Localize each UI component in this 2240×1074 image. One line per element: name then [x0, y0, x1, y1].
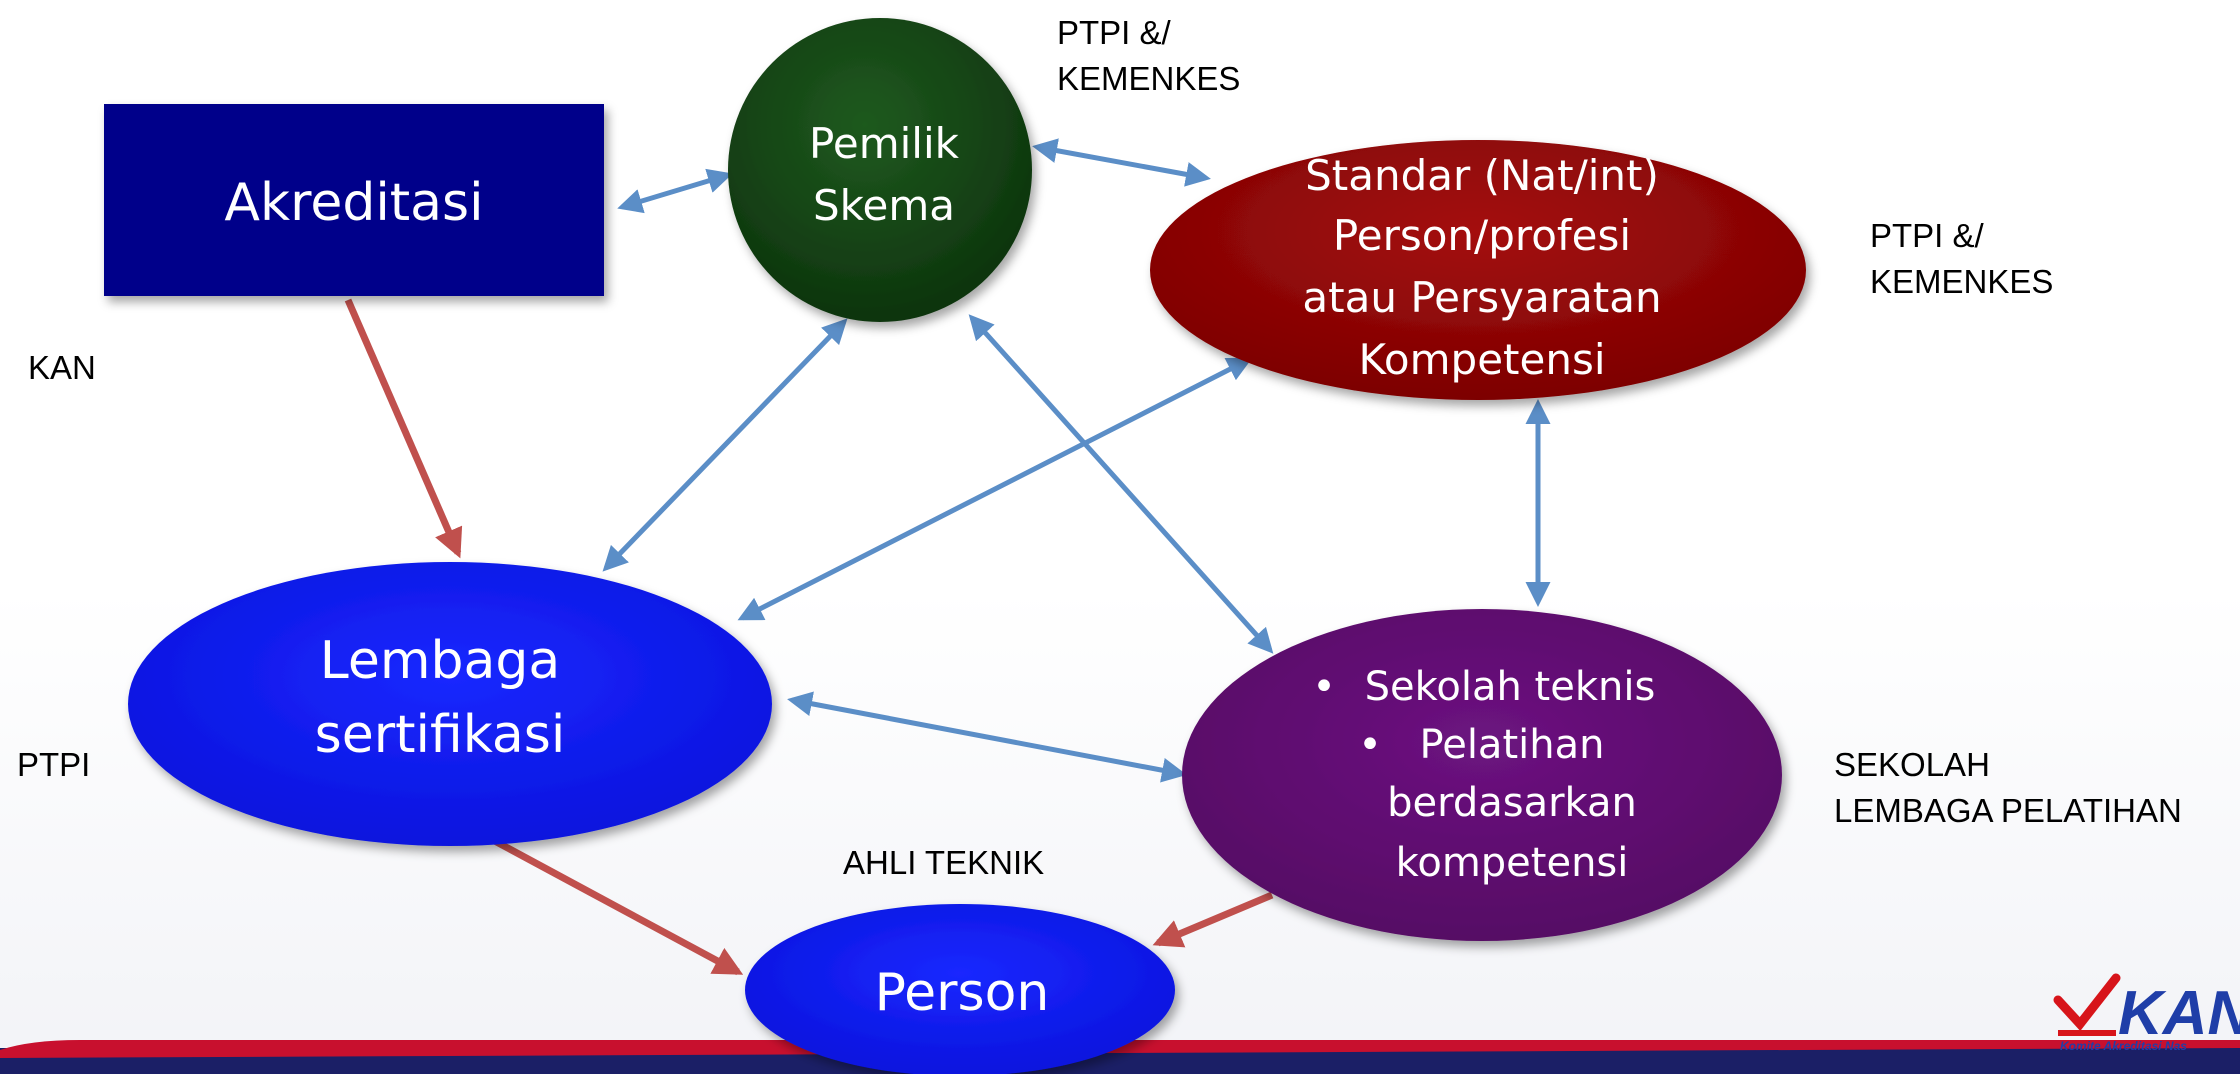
scheme-owner-line1: Pemilik — [809, 119, 960, 168]
kan-logo: KAN Komite Akreditasi Nas — [2053, 973, 2240, 1053]
arrow-certification-person — [476, 828, 744, 976]
certification-party-label: PTPI — [17, 746, 91, 783]
accreditation-party-label: KAN — [28, 349, 96, 386]
certification-body-node: Lembaga sertifikasi — [128, 562, 772, 846]
accreditation-label: Akreditasi — [224, 173, 483, 233]
training-bullet-1: • — [1312, 664, 1336, 710]
arrow-scheme-standard — [1032, 138, 1211, 187]
arrow-training-person — [1152, 891, 1274, 948]
standard-party-label: PTPI &/ KEMENKES — [1870, 217, 2054, 300]
check-mark-icon — [2053, 973, 2121, 1031]
standard-line1: Standar (Nat/int) — [1305, 151, 1659, 200]
arrow-accreditation-scheme — [617, 168, 733, 214]
training-node: • Sekolah teknis • Pelatihan berdasarkan… — [1182, 609, 1782, 941]
arrow-scheme-certification — [602, 318, 848, 572]
arrow-certification-training — [787, 691, 1187, 783]
training-item2-line2: berdasarkan — [1387, 780, 1637, 826]
training-item2-line1: Pelatihan — [1420, 722, 1605, 768]
scheme-owner-node: Pemilik Skema — [728, 18, 1032, 322]
footer-stripe — [0, 1040, 2240, 1058]
logo-caption: Komite Akreditasi Nas — [2060, 1039, 2187, 1053]
person-label: Person — [875, 963, 1050, 1023]
accreditation-node: Akreditasi — [104, 104, 604, 296]
scheme-owner-line2: Skema — [813, 181, 955, 230]
person-party-label: AHLI TEKNIK — [843, 844, 1045, 881]
training-bullet-2: • — [1358, 722, 1382, 768]
certification-body-line2: sertifikasi — [315, 705, 566, 765]
person-node: Person — [745, 904, 1175, 1074]
training-item2-line3: kompetensi — [1396, 840, 1629, 886]
certification-body-line1: Lembaga — [320, 631, 560, 691]
standard-node: Standar (Nat/int) Person/profesi atau Pe… — [1150, 140, 1806, 400]
standard-line4: Kompetensi — [1358, 335, 1605, 384]
arrow-accreditation-certification — [344, 298, 463, 559]
standard-line2: Person/profesi — [1333, 211, 1631, 260]
training-item1: Sekolah teknis — [1365, 664, 1656, 710]
standard-line3: atau Persyaratan — [1302, 273, 1661, 322]
scheme-owner-party-label: PTPI &/ KEMENKES — [1057, 14, 1241, 97]
training-party-label: SEKOLAH LEMBAGA PELATIHAN — [1834, 746, 2182, 829]
arrow-standard-certification — [737, 357, 1253, 621]
arrow-scheme-training — [968, 314, 1274, 654]
logo-mark: KAN — [2118, 979, 2240, 1048]
